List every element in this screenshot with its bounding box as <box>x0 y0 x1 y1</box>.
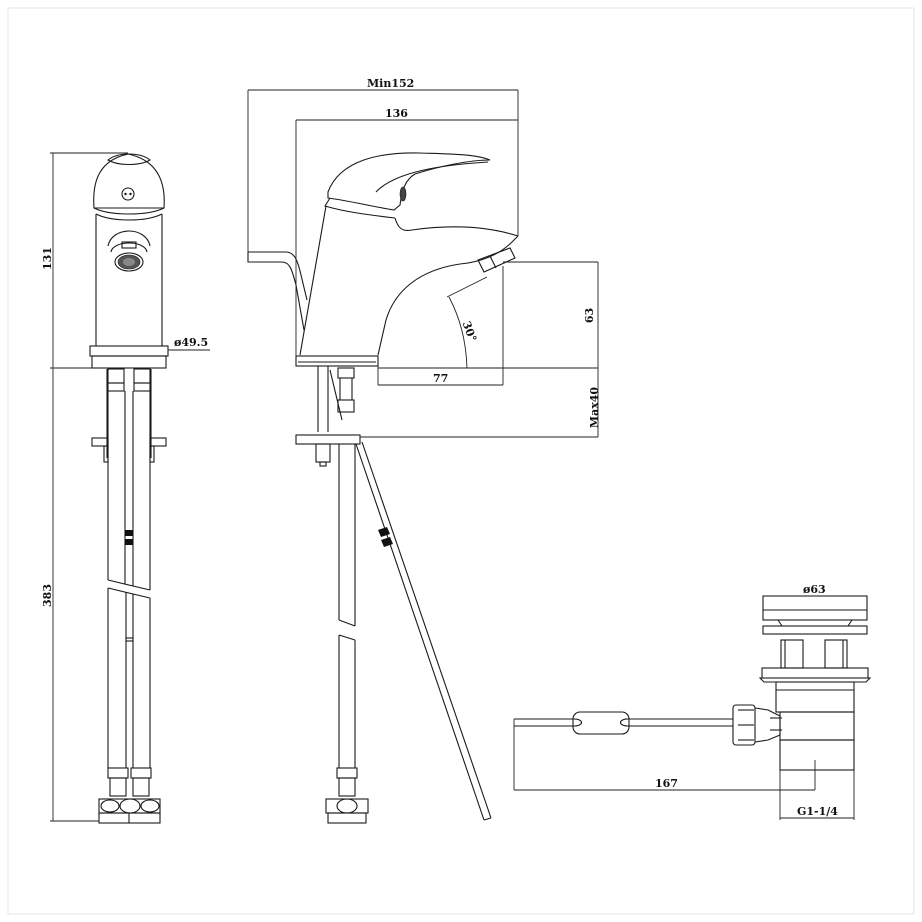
dim-min-reach: Min152 <box>367 77 415 90</box>
dim-max-deck: Max40 <box>588 386 602 429</box>
dim-base-diameter: ø49.5 <box>174 336 209 349</box>
dim-spout-height: 63 <box>583 307 597 324</box>
dim-waste-thread: G1-1/4 <box>797 805 838 818</box>
side-dimensions <box>247 89 599 438</box>
dim-front-height: 131 <box>40 247 54 270</box>
dim-spout-reach: 136 <box>385 107 408 120</box>
dim-hose-length: 383 <box>40 584 54 607</box>
dim-spout-projection: 77 <box>433 372 449 385</box>
front-view <box>89 153 169 824</box>
dim-rod-length: 167 <box>655 777 678 790</box>
side-view <box>247 152 519 824</box>
drawing-border <box>7 7 915 915</box>
dim-waste-diameter: ø63 <box>803 583 826 596</box>
pop-up-waste <box>514 595 872 771</box>
front-dimensions <box>50 152 210 822</box>
waste-dimensions <box>513 595 867 820</box>
